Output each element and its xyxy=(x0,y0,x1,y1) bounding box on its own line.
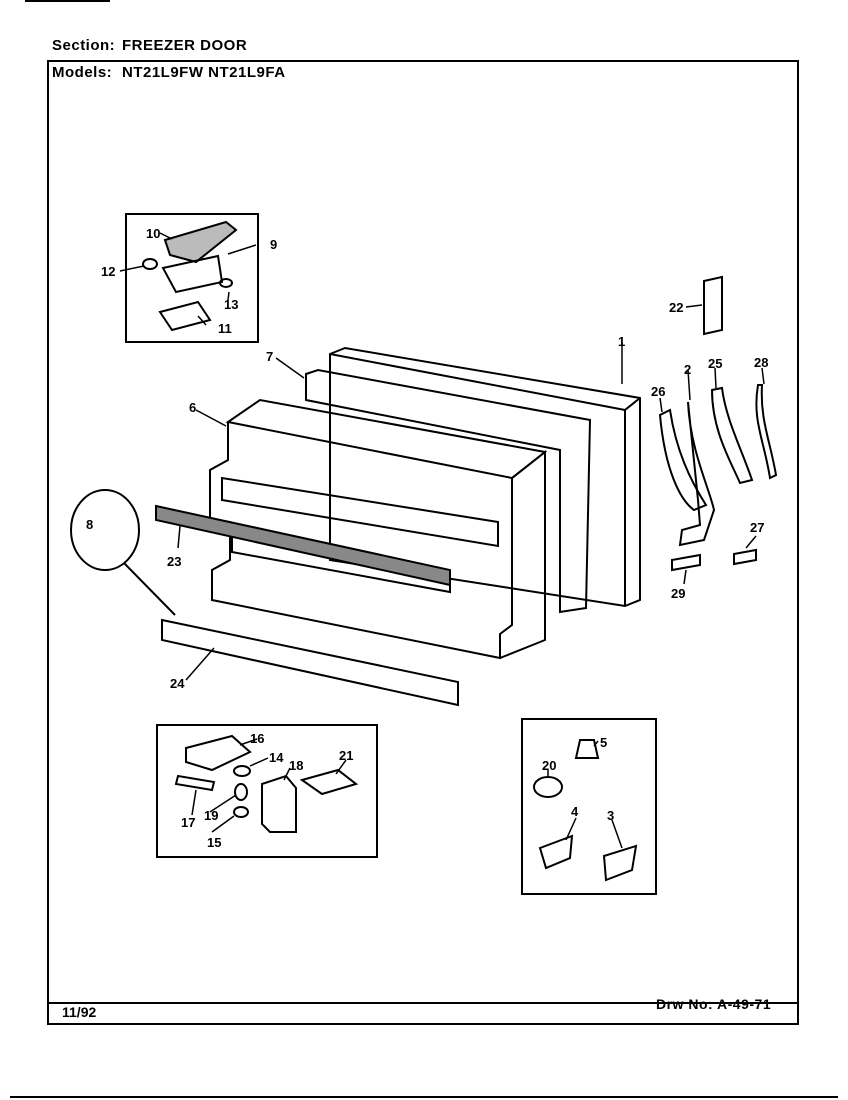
models-label: Models: xyxy=(52,64,113,81)
callout-25: 25 xyxy=(708,356,722,371)
page-bottom-rule xyxy=(10,1096,838,1098)
part-18-hinge xyxy=(261,774,297,833)
part-4-bracket xyxy=(538,834,574,870)
part-14-washer xyxy=(233,765,251,777)
callout-9: 9 xyxy=(270,237,277,252)
part-12-cap xyxy=(142,258,158,270)
callout-1: 1 xyxy=(618,334,625,349)
callout-16: 16 xyxy=(250,731,264,746)
part-24-trim-strip xyxy=(161,618,459,707)
callout-5: 5 xyxy=(600,735,607,750)
callout-6: 6 xyxy=(189,400,196,415)
part-19-bushing xyxy=(234,783,248,801)
drawing-number: Drw No: A-49-71 xyxy=(656,996,772,1012)
part-3-bracket xyxy=(602,844,638,882)
callout-24: 24 xyxy=(170,676,185,691)
part-1-outer-door xyxy=(329,346,641,608)
callout-21: 21 xyxy=(339,748,353,763)
callout-29: 29 xyxy=(671,586,685,601)
callout-20: 20 xyxy=(542,758,556,773)
part-10-hinge-cover xyxy=(163,220,238,264)
callout-26: 26 xyxy=(651,384,665,399)
part-25-handle xyxy=(710,386,754,485)
callout-13: 13 xyxy=(224,297,238,312)
part-13-washer xyxy=(219,278,233,288)
inset-box-fasteners xyxy=(521,718,657,895)
section-heading: Section: FREEZER DOOR xyxy=(52,37,247,54)
detail-leader-line xyxy=(123,562,176,616)
part-5-clip xyxy=(574,739,600,759)
top-rule xyxy=(25,0,110,2)
part-11-bracket xyxy=(158,300,212,332)
callout-14: 14 xyxy=(269,750,284,765)
footer-divider xyxy=(49,1002,797,1004)
callout-15: 15 xyxy=(207,835,221,850)
part-28-handle-strip xyxy=(755,384,778,480)
inset-box-hinge-cap xyxy=(125,213,259,343)
part-15-nut xyxy=(233,806,249,818)
callout-18: 18 xyxy=(289,758,303,773)
callout-11: 11 xyxy=(218,321,232,336)
callout-12: 12 xyxy=(101,264,115,279)
part-27-insert xyxy=(733,548,757,566)
callout-22: 22 xyxy=(669,300,683,315)
date-label: 11/92 xyxy=(62,1004,97,1020)
part-9-hinge-plate xyxy=(161,254,224,294)
callout-7: 7 xyxy=(266,349,273,364)
part-7-gasket xyxy=(305,368,592,614)
part-8-detail-circle xyxy=(70,489,140,571)
section-value: FREEZER DOOR xyxy=(122,37,248,54)
part-2-hinge xyxy=(678,401,716,547)
callout-10: 10 xyxy=(146,226,160,241)
callout-2: 2 xyxy=(684,362,691,377)
part-16-hinge-bracket xyxy=(185,734,252,772)
part-29-shim xyxy=(671,553,701,572)
callout-17: 17 xyxy=(181,815,195,830)
part-22-bracket xyxy=(703,275,723,336)
callout-28: 28 xyxy=(754,355,768,370)
callout-27: 27 xyxy=(750,520,764,535)
models-heading: Models: NT21L9FW NT21L9FA xyxy=(52,64,286,81)
inset-box-hinge-hardware xyxy=(156,724,378,858)
part-6-door-liner xyxy=(209,398,548,660)
models-value: NT21L9FW NT21L9FA xyxy=(122,64,286,81)
callout-19: 19 xyxy=(204,808,218,823)
callout-3: 3 xyxy=(607,808,614,823)
part-23-shelf-rail xyxy=(155,504,451,587)
part-26-handle-end xyxy=(658,408,708,512)
callout-8: 8 xyxy=(86,517,93,532)
part-20-cap xyxy=(533,776,563,798)
drawing-frame xyxy=(47,60,799,1025)
callout-4: 4 xyxy=(571,804,579,819)
callout-23: 23 xyxy=(167,554,181,569)
part-17-shim xyxy=(174,774,216,792)
section-label: Section: xyxy=(52,37,116,54)
part-21-plate xyxy=(299,768,359,796)
